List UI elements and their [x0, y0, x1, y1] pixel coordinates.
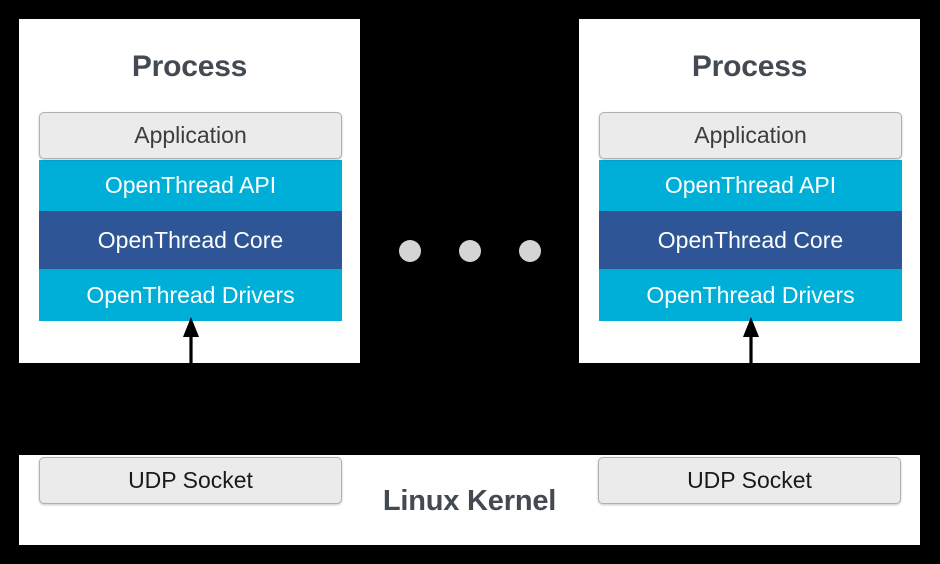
- udp-socket-1[interactable]: UDP Socket: [39, 457, 342, 504]
- arrow-up-icon-kernel-to-process-1: [183, 317, 199, 363]
- udp-socket-1-label: UDP Socket: [128, 467, 253, 493]
- layer-openthread-api-1[interactable]: OpenThread API: [39, 160, 342, 211]
- process-1-layer-stack: Application OpenThread API OpenThread Co…: [39, 112, 342, 321]
- layer-openthread-core-1[interactable]: OpenThread Core: [39, 211, 342, 269]
- layer-openthread-drivers-1[interactable]: OpenThread Drivers: [39, 269, 342, 321]
- process-2-layer-stack: Application OpenThread API OpenThread Co…: [599, 112, 902, 321]
- layer-openthread-drivers-1-label: OpenThread Drivers: [86, 281, 295, 308]
- layer-application-1[interactable]: Application: [39, 112, 342, 159]
- ellipsis-dot-icon: [399, 240, 421, 262]
- ellipsis-dot-icon: [519, 240, 541, 262]
- process-2-title: Process: [691, 50, 808, 83]
- arrow-up-icon-kernel-to-process-2: [743, 317, 759, 363]
- layer-openthread-core-2-label: OpenThread Core: [657, 226, 844, 253]
- layer-application-1-label: Application: [134, 122, 247, 148]
- process-panel-2: Process Application OpenThread API OpenT…: [579, 19, 920, 363]
- layer-openthread-drivers-2[interactable]: OpenThread Drivers: [599, 269, 902, 321]
- layer-openthread-api-2[interactable]: OpenThread API: [599, 160, 902, 211]
- layer-openthread-api-2-label: OpenThread API: [664, 172, 837, 198]
- ellipsis-dot-icon: [459, 240, 481, 262]
- layer-application-2[interactable]: Application: [599, 112, 902, 159]
- linux-kernel-panel: Linux Kernel UDP Socket UDP Socket: [19, 455, 920, 545]
- udp-socket-2[interactable]: UDP Socket: [598, 457, 901, 504]
- layer-openthread-api-1-label: OpenThread API: [104, 172, 277, 198]
- linux-kernel-title: Linux Kernel: [382, 485, 557, 517]
- udp-socket-2-label: UDP Socket: [687, 467, 812, 493]
- layer-application-2-label: Application: [694, 122, 807, 148]
- layer-openthread-core-2[interactable]: OpenThread Core: [599, 211, 902, 269]
- process-1-title: Process: [131, 50, 248, 83]
- ellipsis-more-processes: [399, 240, 541, 262]
- process-panel-1: Process Application OpenThread API OpenT…: [19, 19, 360, 363]
- layer-openthread-core-1-label: OpenThread Core: [97, 226, 284, 253]
- layer-openthread-drivers-2-label: OpenThread Drivers: [646, 281, 855, 308]
